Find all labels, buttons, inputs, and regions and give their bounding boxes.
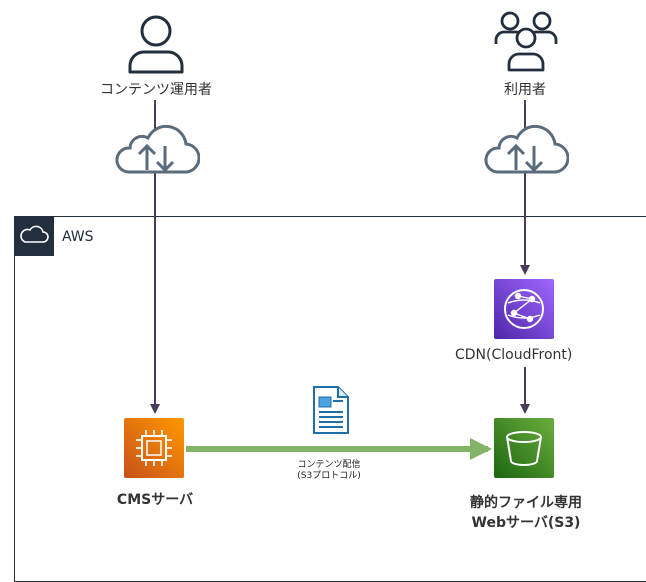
delivery-label-line1: コンテンツ配信 (297, 460, 361, 470)
cloud-upload-download-icon (481, 124, 570, 180)
document-icon (310, 385, 352, 439)
ec2-instance-icon (124, 418, 184, 478)
cms-label: CMSサーバ (116, 492, 194, 508)
aws-cloud-icon (14, 216, 54, 256)
cloud-upload-download-icon (112, 124, 201, 180)
user-icon (125, 12, 187, 78)
s3-label-line2: Webサーバ(S3) (471, 515, 581, 531)
users-icon (492, 8, 560, 80)
users-label: 利用者 (495, 79, 555, 99)
cloudfront-icon (494, 279, 554, 339)
aws-group-label: AWS (62, 229, 94, 245)
s3-label-line1: 静的ファイル専用 (470, 495, 582, 511)
operator-label: コンテンツ運用者 (95, 79, 217, 99)
cdn-label: CDN(CloudFront) (453, 347, 575, 363)
s3-bucket-icon (494, 418, 554, 478)
delivery-label-line2: (S3プロトコル) (297, 471, 361, 481)
